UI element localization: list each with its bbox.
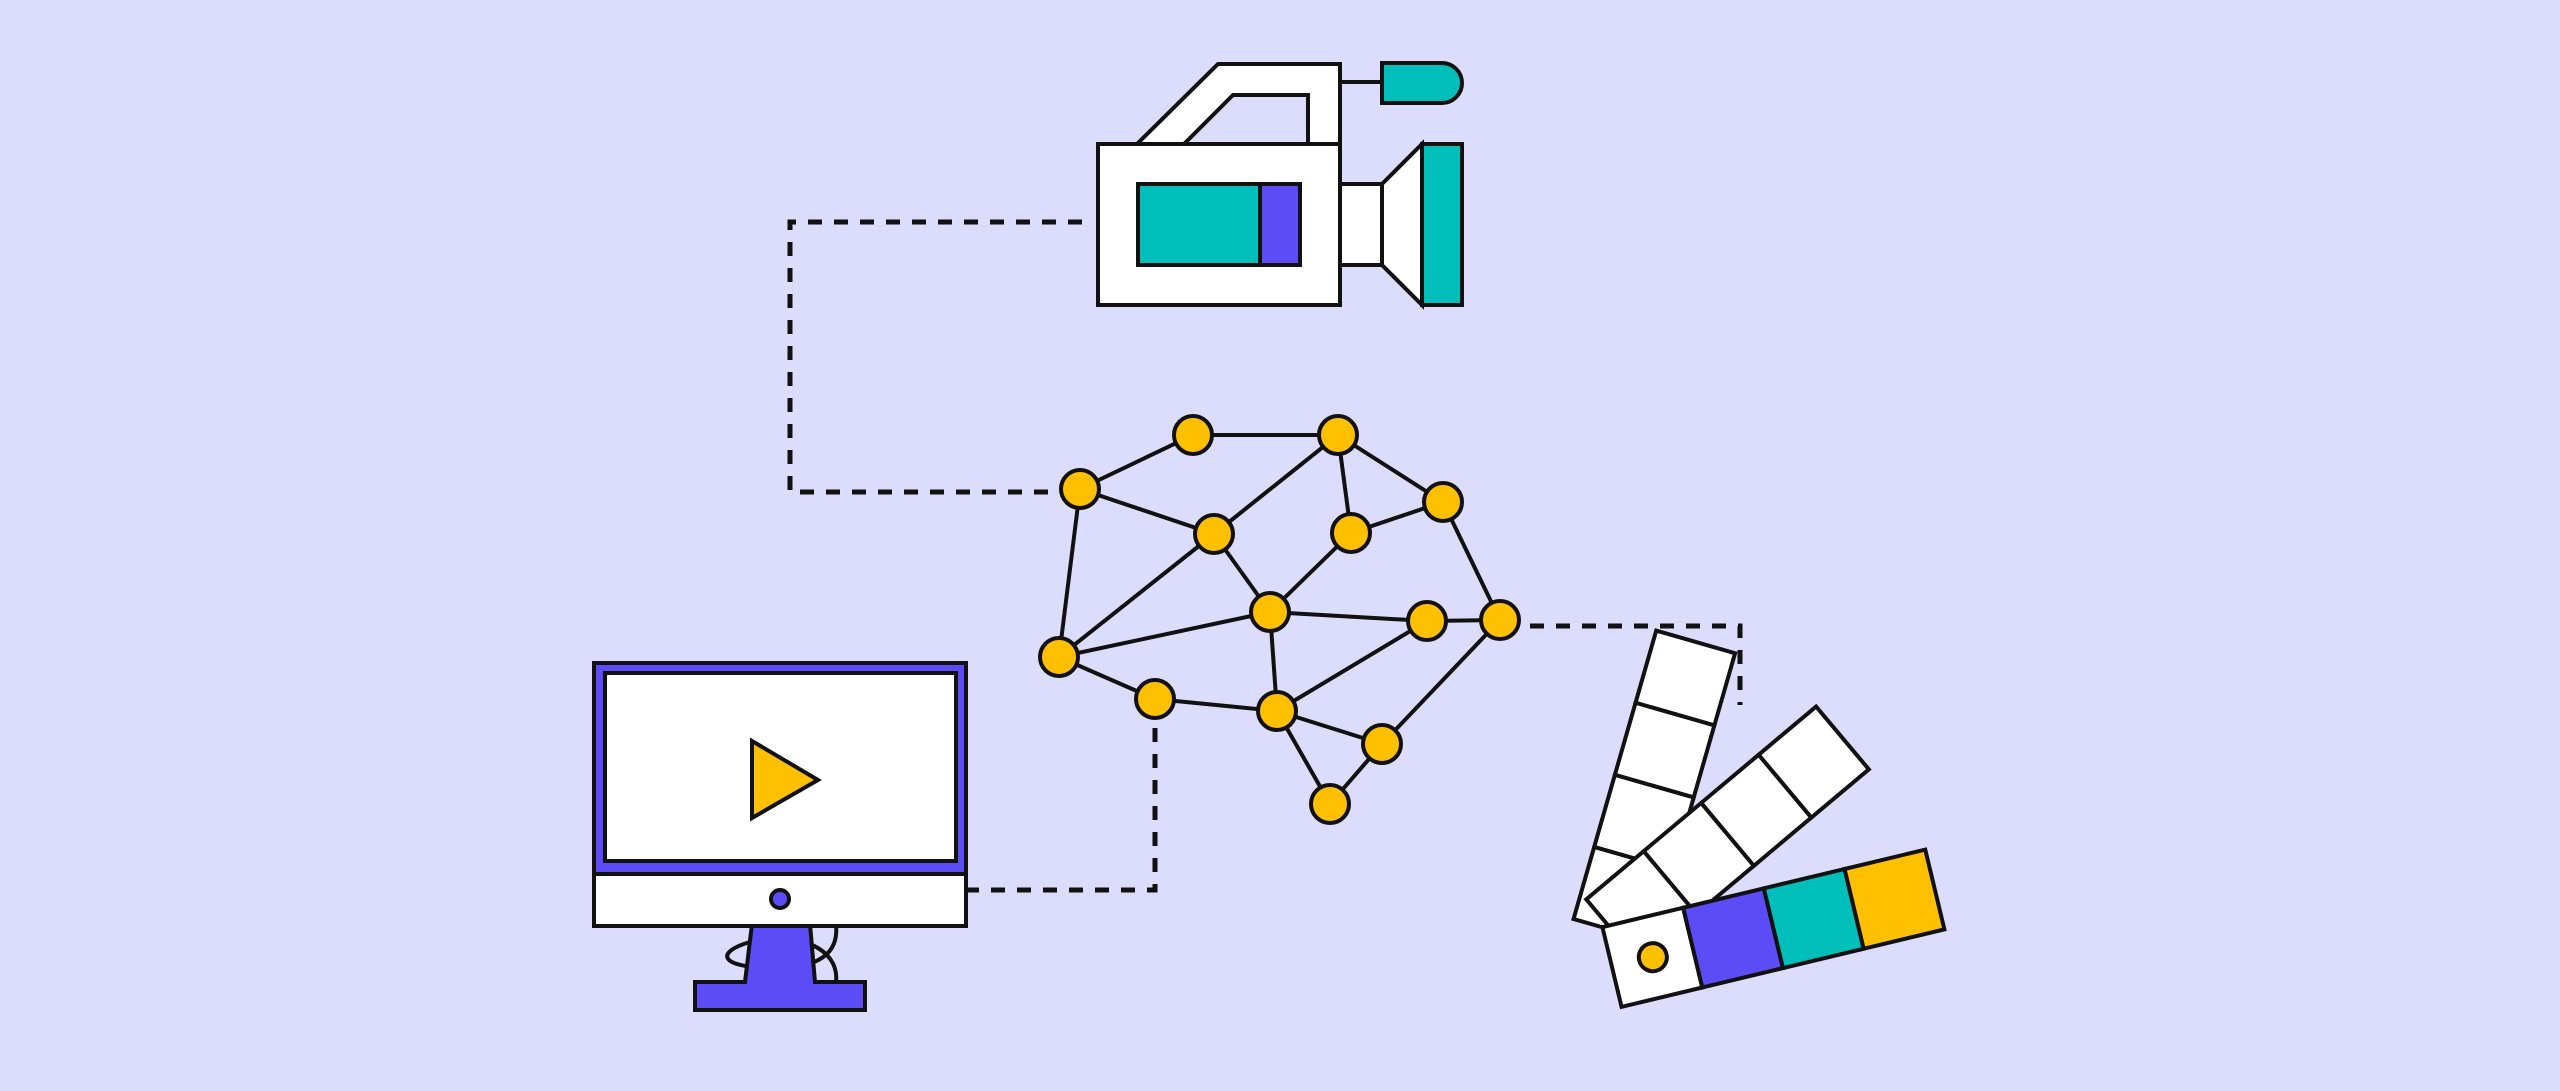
connector-monitor-network [965,712,1158,893]
network-edge [1057,532,1216,659]
network-node [1038,636,1080,678]
camera-screen-side [1258,182,1302,267]
network-node [1193,513,1235,555]
network-node [1249,591,1291,633]
monitor-stand [693,922,867,1012]
network-graph-icon [1038,414,1521,825]
network-edge [1057,488,1082,658]
network-node [1361,723,1403,765]
connector-camera-network [787,219,1082,495]
play-icon [750,737,822,822]
network-edge [1079,487,1215,536]
video-camera-icon [1096,61,1464,310]
lens-front [1420,142,1464,307]
lens-barrel [1338,182,1384,267]
network-node [1256,690,1298,732]
network-node [1422,481,1464,523]
network-edge [1058,610,1271,659]
camera-screen [1136,182,1262,267]
network-edge [1275,619,1429,713]
network-edge [1212,433,1340,536]
network-node [1172,414,1214,456]
color-swatch-fan-icon [1571,628,1947,1010]
network-edge [1269,610,1428,623]
network-nodes [1038,414,1521,825]
connector-network-swatches [1530,623,1743,705]
swatch-hole-icon [1636,941,1669,974]
dashed-connectors [787,219,1743,893]
swatch-card-front [1600,847,1947,1010]
network-node [1134,678,1176,720]
network-node [1309,783,1351,825]
viewfinder [1380,61,1464,105]
network-node [1059,468,1101,510]
network-edge [1380,618,1502,746]
network-node [1317,414,1359,456]
network-node [1330,512,1372,554]
network-node [1406,600,1448,642]
power-button-icon [769,888,791,910]
network-edge [1441,501,1502,621]
network-node [1479,599,1521,641]
monitor-play-icon [592,661,968,1012]
